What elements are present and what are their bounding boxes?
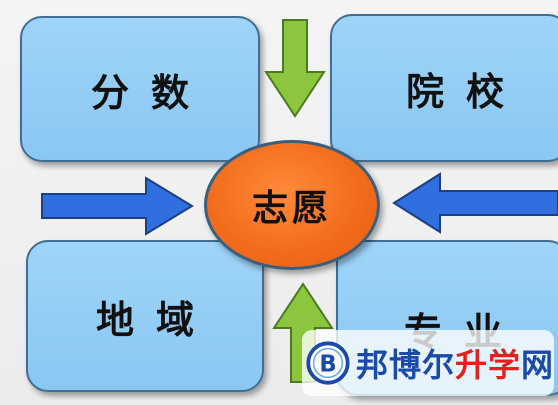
factor-label-college: 院校 bbox=[405, 69, 526, 114]
watermark-text-accent: 升学 bbox=[454, 346, 521, 384]
factor-box-score: 分数 bbox=[20, 16, 260, 162]
center-node: 志愿 bbox=[204, 140, 380, 270]
arrow-down-icon bbox=[264, 19, 326, 118]
factor-label-region: 地域 bbox=[95, 297, 216, 342]
logo-icon: B bbox=[306, 341, 350, 385]
center-label: 志愿 bbox=[251, 188, 332, 229]
factor-label-score: 分数 bbox=[90, 70, 211, 115]
svg-text:B: B bbox=[319, 351, 336, 377]
arrow-left-icon bbox=[392, 172, 558, 234]
arrow-right-icon bbox=[41, 176, 194, 236]
factor-box-region: 地域 bbox=[26, 240, 264, 392]
factor-box-college: 院校 bbox=[330, 14, 558, 162]
watermark: B 邦博尔升学网 bbox=[302, 330, 554, 396]
watermark-text-main: 邦博尔 bbox=[355, 346, 455, 384]
watermark-text-tail: 网 bbox=[520, 346, 554, 384]
watermark-text: 邦博尔升学网 bbox=[356, 340, 554, 386]
